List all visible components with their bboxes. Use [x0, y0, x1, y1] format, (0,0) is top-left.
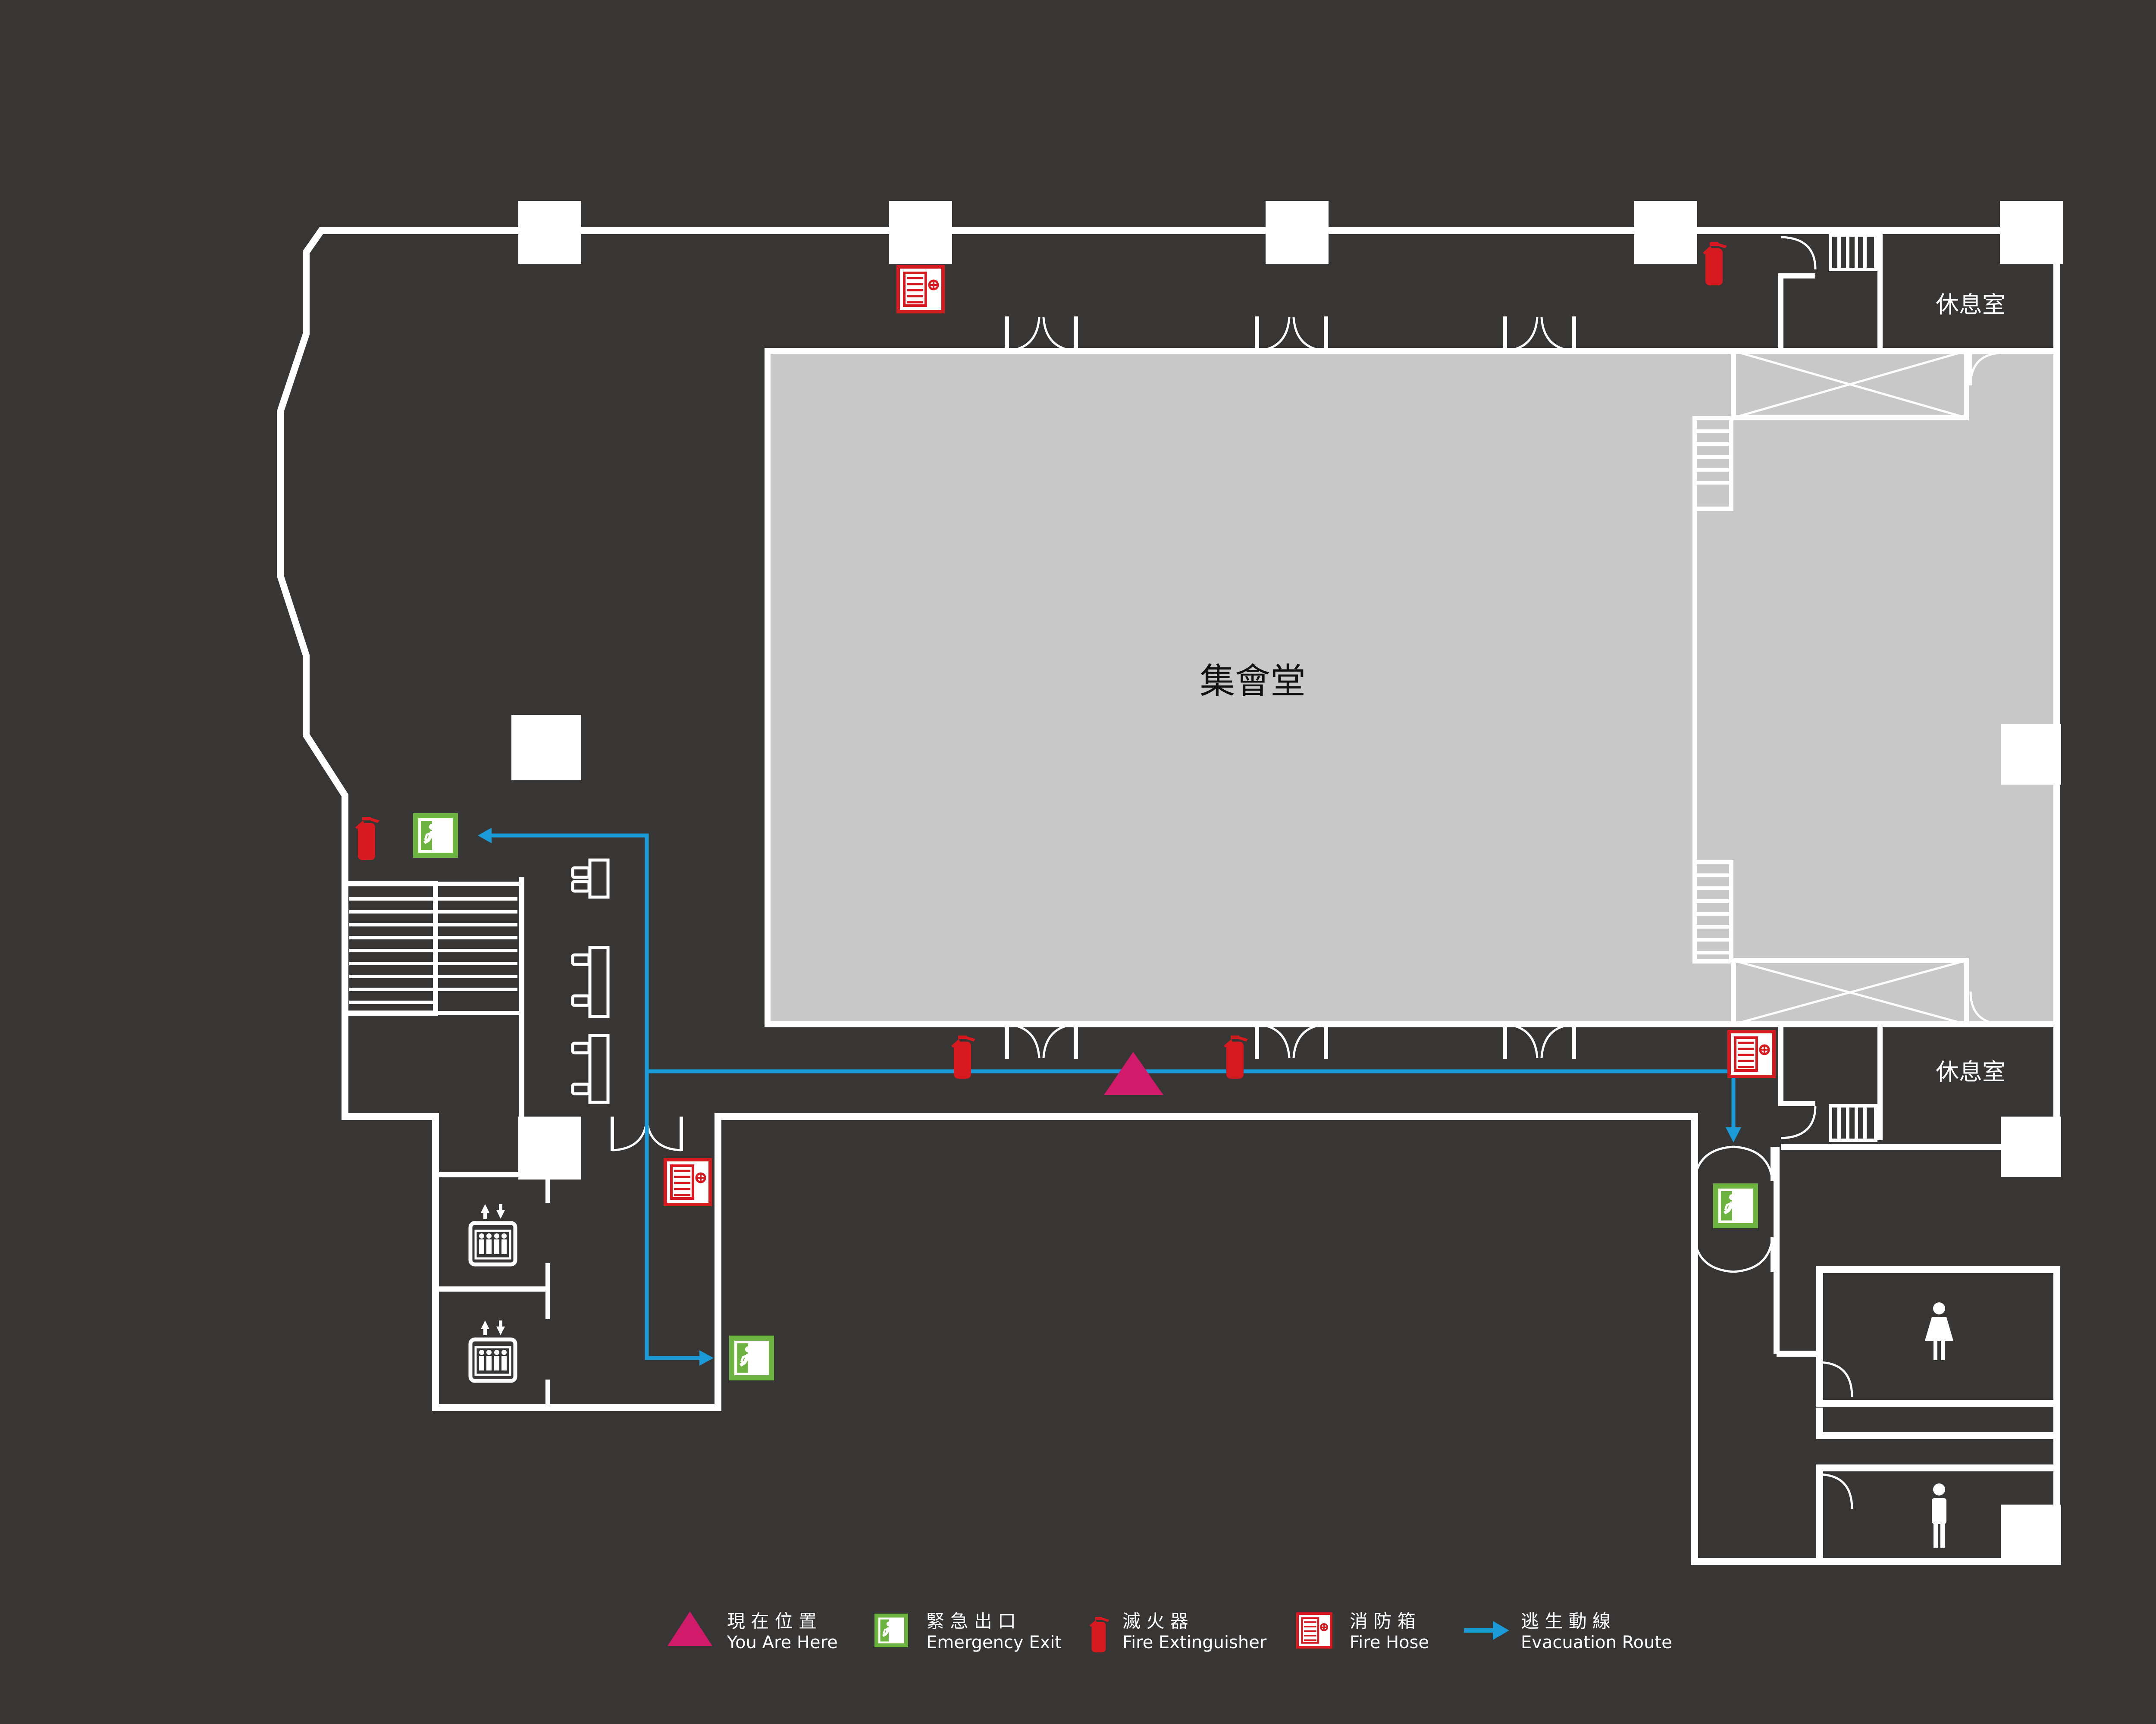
evacuation-route-icon: [1464, 1621, 1509, 1640]
svg-text:Evacuation Route: Evacuation Route: [1521, 1633, 1672, 1652]
fire-hose-icon: [1729, 1032, 1774, 1076]
lounge-top-label: 休息室: [1936, 291, 2006, 318]
backstage-storage: [1731, 348, 1969, 1027]
fire-extinguisher-icon: [1703, 242, 1727, 285]
legend: 現 在 位 置 You Are Here 緊 急 出 口 Emergency E…: [667, 1611, 1672, 1652]
elevator-icon: [470, 1320, 515, 1381]
legend-item-fire-hose: 消 防 箱 Fire Hose: [1297, 1611, 1429, 1652]
emergency-exit-icon: [1713, 1183, 1758, 1228]
svg-text:現 在 位 置: 現 在 位 置: [727, 1611, 817, 1632]
hall-doors-top: [1007, 316, 1574, 351]
assembly-hall-label: 集會堂: [1200, 661, 1306, 702]
male-restroom-icon: [1932, 1483, 1946, 1548]
emergency-exit-icon: [874, 1613, 909, 1648]
lounge-bottom-label: 休息室: [1936, 1058, 2006, 1086]
svg-text:Fire Extinguisher: Fire Extinguisher: [1122, 1633, 1267, 1652]
lounge-top: 休息室: [1778, 231, 2057, 386]
svg-text:Fire Hose: Fire Hose: [1350, 1633, 1429, 1652]
svg-text:Emergency Exit: Emergency Exit: [926, 1633, 1062, 1652]
fire-hose-icon: [1297, 1614, 1331, 1647]
stage-stairs: [1692, 416, 1733, 964]
female-restroom-icon: [1925, 1302, 1953, 1360]
svg-text:逃 生 動 線: 逃 生 動 線: [1521, 1611, 1611, 1632]
legend-item-you-are-here: 現 在 位 置 You Are Here: [667, 1611, 838, 1652]
fire-extinguisher-icon: [1089, 1617, 1109, 1652]
svg-text:滅 火 器: 滅 火 器: [1122, 1611, 1188, 1632]
lobby-doors: [611, 1117, 683, 1151]
hall-doors-bottom: [1007, 1024, 1574, 1059]
emergency-exit-icon: [729, 1336, 774, 1380]
fire-hose-icon: [898, 267, 943, 312]
you-are-here-icon: [667, 1611, 712, 1646]
evacuation-routes: [487, 833, 1736, 1360]
fire-extinguisher-icon: [355, 817, 379, 860]
lounge-bottom: 休息室: [1778, 991, 2057, 1150]
lobby-seating: [571, 858, 610, 1104]
elevator-icon: [470, 1204, 515, 1264]
columns: [511, 201, 2063, 1565]
restrooms: [1774, 1147, 2060, 1565]
svg-text:消 防 箱: 消 防 箱: [1350, 1611, 1416, 1632]
legend-item-fire-extinguisher: 滅 火 器 Fire Extinguisher: [1089, 1611, 1267, 1652]
legend-item-evacuation-route: 逃 生 動 線 Evacuation Route: [1464, 1611, 1672, 1652]
fire-hose-icon: [665, 1160, 710, 1205]
elevator-lobby: [436, 1172, 550, 1408]
emergency-exit-icon: [413, 813, 458, 858]
legend-item-emergency-exit: 緊 急 出 口 Emergency Exit: [874, 1611, 1062, 1652]
svg-text:You Are Here: You Are Here: [727, 1633, 838, 1652]
assembly-hall: 集會堂: [765, 348, 2060, 1027]
evacuation-arrowheads: [478, 828, 1741, 1366]
svg-text:緊 急 出 口: 緊 急 出 口: [926, 1611, 1016, 1632]
you-are-here-marker: [1104, 1052, 1163, 1095]
right-exit-doors: [1693, 1145, 1774, 1273]
left-stairwell: [345, 877, 524, 1117]
